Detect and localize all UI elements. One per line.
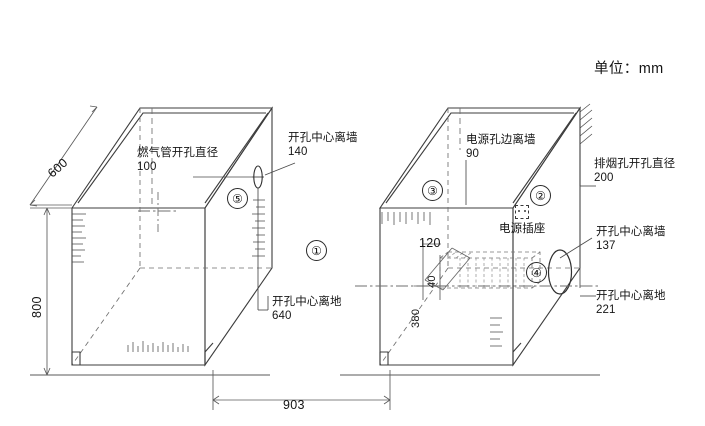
depth-dimension-600 — [29, 105, 98, 207]
right-cabinet-hidden-edges — [379, 108, 580, 366]
exhaust-duct-hidden — [439, 251, 541, 289]
left-cabinet-hidden-edges — [71, 108, 272, 366]
right-cabinet-base — [379, 342, 522, 366]
marker-5: ⑤ — [227, 188, 248, 209]
duct-offset-label: 40 — [426, 275, 438, 288]
duct-height-label: 380 — [410, 308, 422, 328]
left-base-hatching — [127, 341, 189, 352]
right-lower-hatching — [490, 317, 503, 347]
height-dimension-800 — [30, 207, 75, 376]
marker-1: ① — [306, 240, 327, 261]
exhaust-duct-ribs — [447, 251, 525, 288]
right-hole-to-wall-label: 开孔中心离墙 137 — [596, 226, 666, 252]
left-cabinet-body — [70, 106, 274, 367]
duct-width-label: 120 — [419, 236, 441, 250]
exhaust-hole — [547, 249, 573, 295]
marker-3: ③ — [422, 180, 443, 201]
right-hole-wall-leader — [559, 237, 593, 259]
exhaust-diameter-label: 排烟孔开孔直径 200 — [594, 158, 676, 184]
height-dimension-label: 800 — [30, 296, 44, 318]
marker-2: ② — [530, 185, 551, 206]
left-wall-hatching — [72, 213, 86, 263]
unit-note: 单位：mm — [594, 61, 664, 77]
power-socket-label: 电源插座 — [499, 223, 546, 235]
left-hole-to-floor-label: 开孔中心离地 640 — [272, 296, 342, 322]
left-cabinet-base — [71, 342, 214, 366]
power-hole-to-wall-label: 电源孔边离墙 90 — [466, 134, 536, 160]
left-hole-wall-leader — [264, 162, 296, 176]
right-corner-hatching — [579, 103, 593, 145]
exhaust-diameter-leader — [579, 185, 596, 288]
left-right-face-hatching — [252, 199, 265, 257]
left-hole-to-wall-label: 开孔中心离墙 140 — [288, 132, 358, 158]
power-socket-icon — [515, 205, 529, 219]
duct-dimension-lines — [414, 240, 446, 300]
gas-hole-label: 燃气管开孔直径100 — [137, 147, 219, 173]
marker-4: ④ — [526, 262, 547, 283]
left-hole-floor-leader — [257, 188, 269, 311]
duct-entry-slant — [424, 247, 471, 291]
span-dimension-label: 903 — [283, 398, 305, 412]
span-dimension-903 — [212, 370, 391, 410]
right-hole-to-floor-label: 开孔中心离地 221 — [596, 290, 666, 316]
right-wall-hatching — [381, 212, 431, 225]
